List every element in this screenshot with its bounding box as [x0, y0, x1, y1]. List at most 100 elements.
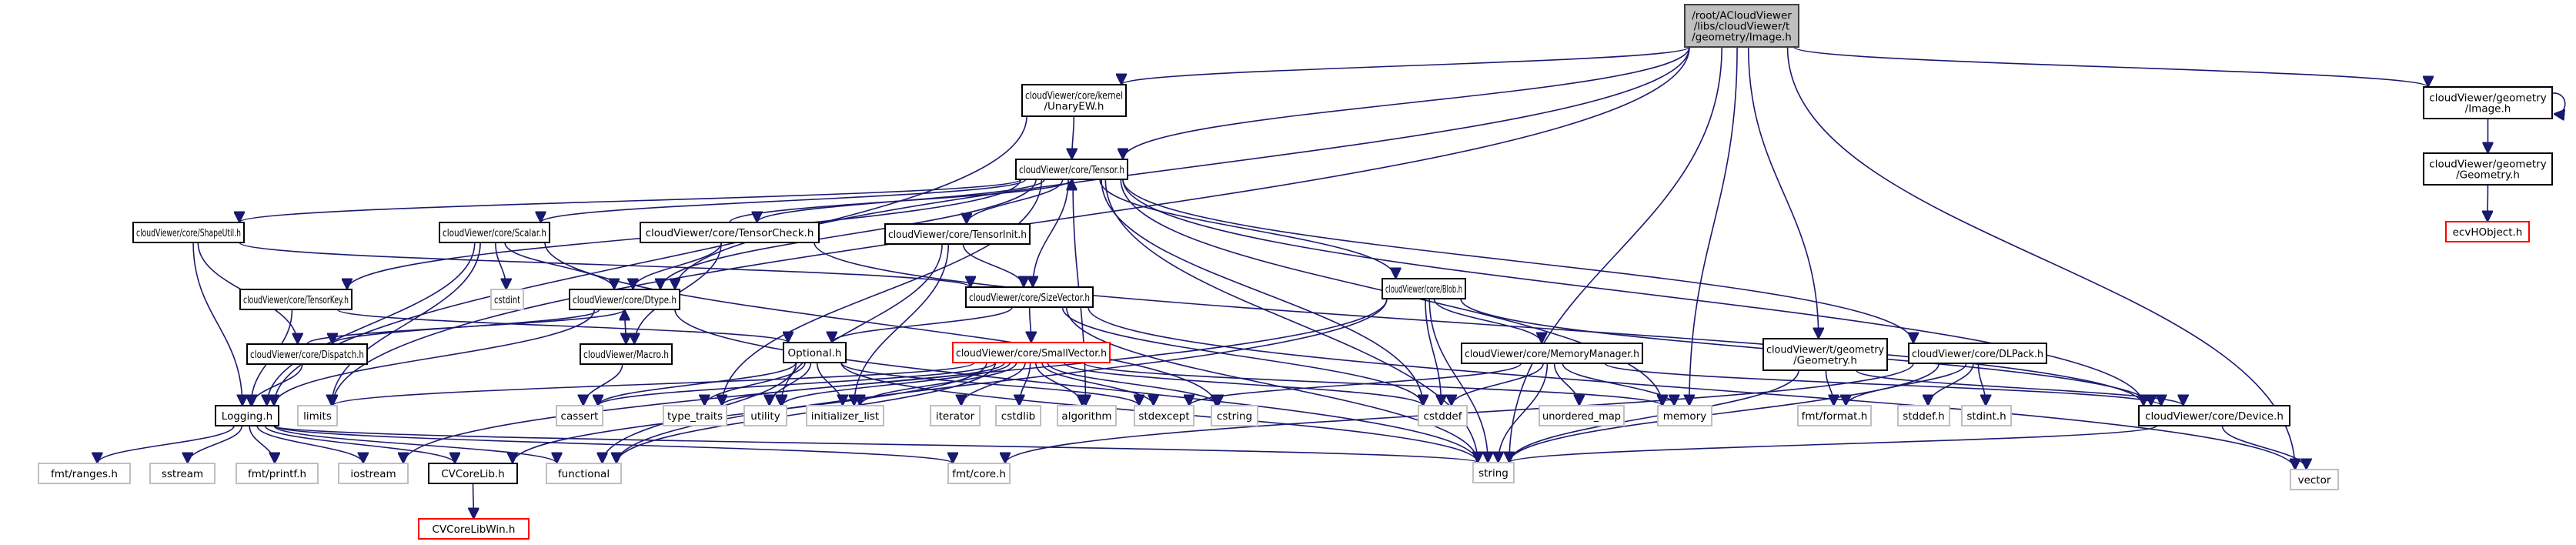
edge-tensor-to-shapeutil — [239, 179, 1021, 223]
edge-tensor-to-device — [1122, 179, 2143, 406]
node-tensorkey[interactable]: cloudViewer/core/TensorKey.h — [239, 289, 352, 310]
node-label-limits: limits — [303, 410, 332, 423]
edge-tgeometry-to-string — [1509, 369, 1799, 463]
node-root[interactable]: /root/ACloudViewer/libs/cloudViewer/t/ge… — [1684, 4, 1799, 48]
edge-memorymanager-to-memory — [1562, 363, 1674, 406]
edge-smallvector-to-memory — [1083, 362, 1662, 406]
node-tensorinit[interactable]: cloudViewer/core/TensorInit.h — [884, 223, 1031, 245]
edge-tgeometry-to-fmtformat — [1825, 369, 1833, 406]
node-box-cstddef — [1418, 405, 1468, 426]
edge-smallvector-to-stdexcept — [1041, 362, 1154, 406]
node-cstddef: cstddef — [1418, 405, 1468, 426]
node-box-device — [2138, 405, 2290, 426]
node-box-unaryew — [1021, 84, 1127, 117]
node-string: string — [1472, 462, 1515, 483]
node-box-memory — [1657, 405, 1712, 426]
node-label-smallvector: cloudViewer/core/SmallVector.h — [956, 347, 1107, 359]
node-unaryew[interactable]: cloudViewer/core/kernel/UnaryEW.h — [1021, 84, 1127, 117]
node-label-cstdlib: cstdlib — [1001, 410, 1035, 423]
node-scalar[interactable]: cloudViewer/core/Scalar.h — [439, 222, 550, 243]
node-box-tensorcheck — [640, 222, 820, 243]
node-blob[interactable]: cloudViewer/core/Blob.h — [1382, 278, 1466, 299]
node-logging[interactable]: Logging.h — [215, 405, 279, 426]
node-box-iterator — [930, 405, 981, 426]
node-label-cstring: cstring — [1217, 410, 1252, 423]
node-box-scalar — [439, 222, 550, 243]
node-box-fmtprintf — [236, 463, 319, 484]
edge-root-to-geomimage — [1793, 46, 2428, 88]
node-box-macro — [580, 343, 673, 365]
node-tgeometry[interactable]: cloudViewer/t/geometry/Geometry.h — [1762, 338, 1888, 371]
node-box-tensor — [1015, 159, 1128, 180]
edge-tensor-to-blob — [1099, 179, 1395, 279]
node-label-ecvhobject: ecvHObject.h — [2453, 226, 2523, 239]
node-dtype[interactable]: cloudViewer/core/Dtype.h — [569, 289, 680, 310]
edge-root-to-memory — [1689, 46, 1738, 406]
edge-dispatch-to-logging — [252, 363, 303, 406]
node-box-tensorkey — [239, 289, 352, 310]
node-box-type_traits — [663, 405, 727, 426]
node-stdexcept: stdexcept — [1134, 405, 1194, 426]
node-geomimage[interactable]: cloudViewer/geometry/Image.h — [2423, 86, 2553, 119]
node-cvcorelibwin[interactable]: CVCoreLibWin.h — [418, 518, 530, 540]
node-sizevector[interactable]: cloudViewer/core/SizeVector.h — [965, 286, 1094, 308]
node-label-unordered_map: unordered_map — [1542, 410, 1621, 423]
node-label-sstream: sstream — [162, 468, 203, 480]
node-cstdlib: cstdlib — [995, 405, 1041, 426]
node-label-type_traits: type_traits — [667, 410, 723, 423]
edge-dtype-to-logging — [274, 309, 596, 406]
edge-root-to-dtype — [675, 46, 1690, 289]
node-device[interactable]: cloudViewer/core/Device.h — [2138, 405, 2290, 426]
node-box-smallvector — [952, 342, 1111, 363]
edge-root-to-unaryew — [1121, 46, 1690, 85]
node-dlpack[interactable]: cloudViewer/core/DLPack.h — [1908, 343, 2047, 364]
node-macro[interactable]: cloudViewer/Macro.h — [580, 343, 673, 365]
node-fmtprintf: fmt/printf.h — [236, 463, 319, 484]
node-cassert: cassert — [556, 405, 603, 426]
node-ecvhobject[interactable]: ecvHObject.h — [2445, 221, 2530, 242]
edge-scalar-to-dtype — [504, 242, 614, 290]
edge-scalar-to-logging — [267, 242, 476, 406]
edge-memorymanager-to-string — [1498, 363, 1549, 463]
node-smallvector[interactable]: cloudViewer/core/SmallVector.h — [952, 342, 1111, 363]
node-memorymanager[interactable]: cloudViewer/core/MemoryManager.h — [1461, 343, 1643, 364]
node-label-cvcorelib: CVCoreLib.h — [441, 468, 505, 480]
node-box-cstdlib — [995, 405, 1041, 426]
node-box-cvcorelib — [428, 463, 518, 484]
edge-blob-to-cstddef — [1425, 298, 1442, 406]
node-box-string — [1472, 462, 1515, 483]
node-label-geomgeometry: cloudViewer/geometry — [2429, 159, 2546, 171]
edge-sizevector-to-string — [1065, 306, 1478, 463]
node-algorithm: algorithm — [1057, 405, 1117, 426]
node-optional[interactable]: Optional.h — [783, 342, 847, 363]
node-label-stdexcept: stdexcept — [1138, 410, 1189, 423]
node-label-dtype: cloudViewer/core/Dtype.h — [573, 294, 677, 306]
node-box-dispatch — [246, 343, 368, 365]
edge-scalar-to-cstdint — [495, 242, 506, 289]
node-box-limits — [297, 405, 338, 426]
node-label-iterator: iterator — [936, 410, 975, 423]
node-shapeutil[interactable]: cloudViewer/core/ShapeUtil.h — [132, 222, 245, 243]
node-dispatch[interactable]: cloudViewer/core/Dispatch.h — [246, 343, 368, 365]
node-label-device: cloudViewer/core/Device.h — [2145, 410, 2284, 423]
node-label-dispatch: cloudViewer/core/Dispatch.h — [250, 349, 364, 361]
edge-device-to-vector — [2221, 425, 2306, 470]
edge-sizevector-to-vector — [1088, 306, 2295, 470]
node-cvcorelib[interactable]: CVCoreLib.h — [428, 463, 518, 484]
node-tensorcheck[interactable]: cloudViewer/core/TensorCheck.h — [640, 222, 820, 243]
node-box-logging — [215, 405, 279, 426]
edge-tensor-to-dlpack — [1122, 179, 1913, 343]
node-geomgeometry[interactable]: cloudViewer/geometry/Geometry.h — [2423, 152, 2553, 186]
node-box-stdinth — [1961, 405, 2012, 426]
edge-blob-to-string — [1428, 298, 1488, 463]
node-box-root — [1684, 4, 1799, 48]
node-label-geomimage: cloudViewer/geometry — [2429, 92, 2546, 105]
edge-geomimage-to-geomimage — [2551, 92, 2566, 114]
node-label-fmtcore: fmt/core.h — [952, 468, 1006, 480]
edge-scalar-to-cstring — [544, 242, 1216, 406]
edge-root-to-tensor — [1123, 46, 1690, 160]
edge-smallvector-to-iterator — [961, 362, 1026, 406]
node-cstdint: cstdint — [490, 289, 524, 310]
node-tensor[interactable]: cloudViewer/core/Tensor.h — [1015, 159, 1128, 180]
